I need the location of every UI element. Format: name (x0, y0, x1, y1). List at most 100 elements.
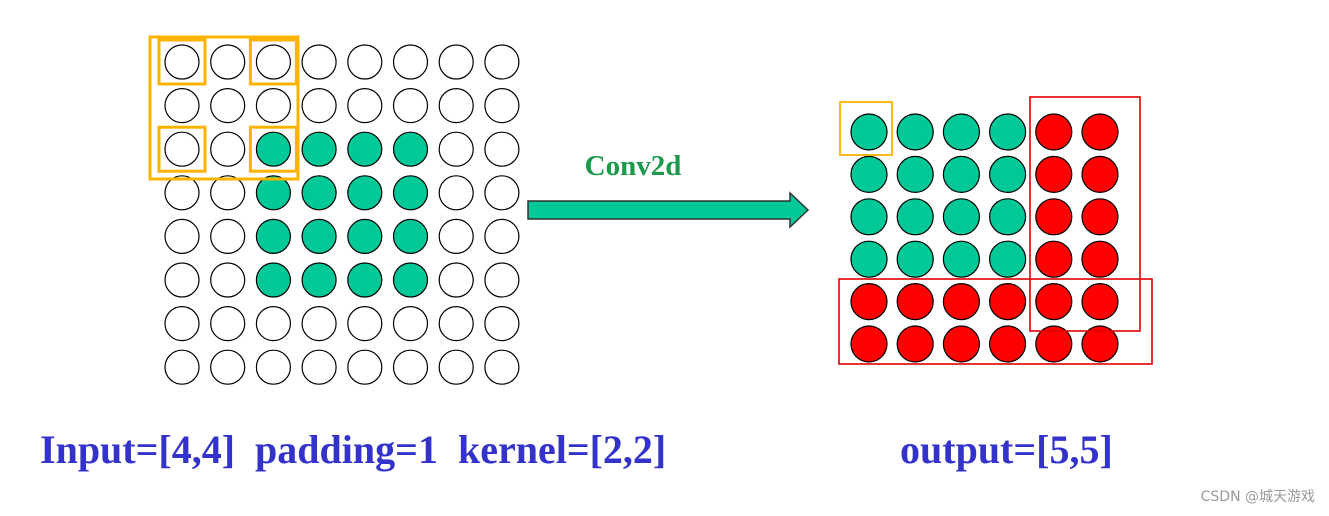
output-cell-extra (1035, 155, 1073, 193)
input-cell-padding (484, 44, 520, 80)
output-cell (988, 155, 1027, 193)
input-cell-padding (484, 87, 520, 124)
output-cell-extra (1035, 325, 1073, 363)
input-cell-padding (164, 87, 200, 124)
output-cell (850, 240, 888, 278)
input-cell-filled (347, 262, 383, 298)
input-cell-padding (210, 131, 246, 167)
kernel-positions (157, 38, 298, 173)
output-cell-extra (942, 325, 981, 363)
input-caption: Input=[4,4] padding=1 kernel=[2,2] (40, 427, 667, 472)
watermark: CSDN @城天游戏 (1200, 489, 1315, 505)
input-cell-padding (164, 131, 200, 167)
output-cell-extra (1081, 283, 1119, 321)
input-cell-padding (210, 175, 246, 211)
output-first-cell-box (839, 101, 893, 156)
input-cell-padding (438, 175, 474, 211)
output-cell (988, 113, 1027, 151)
output-cell-extra (1035, 283, 1073, 321)
output-cell-extra (1081, 198, 1119, 236)
output-cell-extra (988, 325, 1027, 363)
input-cell-padding (210, 262, 246, 298)
kernel-position-box (157, 38, 207, 86)
input-cell-padding (347, 349, 383, 385)
input-cell-padding (392, 349, 429, 385)
input-cell-padding (210, 44, 246, 80)
output-cell (942, 240, 981, 278)
input-cell-padding (301, 306, 337, 342)
input-cell-filled (301, 131, 337, 167)
input-cell-padding (392, 44, 429, 80)
input-cell-padding (210, 87, 246, 124)
input-cell-padding (210, 349, 246, 385)
kernel-position-box (248, 125, 298, 173)
input-cell-padding (484, 131, 520, 167)
input-cell-padding (438, 349, 474, 385)
input-cell-padding (438, 87, 474, 124)
input-cell-padding (484, 349, 520, 385)
input-cell-padding (392, 87, 429, 124)
output-cell-extra (850, 325, 888, 363)
output-cell-extra (1035, 113, 1073, 151)
output-cell (896, 198, 934, 236)
input-cell-filled (301, 262, 337, 298)
input-cell-padding (301, 44, 337, 80)
output-cell (896, 113, 934, 151)
input-cell-padding (210, 218, 246, 254)
kernel-position-box (248, 38, 298, 86)
input-cell-padding (392, 306, 429, 342)
output-cell-extra (1081, 155, 1119, 193)
output-cell-extra (1081, 113, 1119, 151)
input-cell-padding (255, 306, 291, 342)
input-cell-padding (438, 218, 474, 254)
output-cell-extra (896, 325, 934, 363)
input-cell-filled (392, 175, 429, 211)
input-cell-filled (255, 262, 291, 298)
output-cell (850, 198, 888, 236)
output-cell (850, 113, 888, 151)
input-cell-filled (392, 262, 429, 298)
output-bottom-rows-box (838, 278, 1153, 365)
output-cell (988, 240, 1027, 278)
input-cell-padding (164, 262, 200, 298)
operation-label: Conv2d (585, 150, 682, 182)
output-cell-extra (988, 283, 1027, 321)
input-grid (164, 44, 520, 385)
input-cell-padding (484, 262, 520, 298)
input-cell-padding (438, 262, 474, 298)
output-caption: output=[5,5] (900, 427, 1113, 472)
input-cell-padding (438, 306, 474, 342)
input-cell-filled (392, 218, 429, 254)
input-cell-padding (255, 87, 291, 124)
input-cell-padding (164, 175, 200, 211)
input-cell-padding (164, 349, 200, 385)
output-right-columns-box (1029, 96, 1141, 332)
input-window-box (148, 35, 300, 181)
input-cell-filled (347, 131, 383, 167)
input-cell-filled (301, 218, 337, 254)
output-cell (850, 155, 888, 193)
output-cell-extra (1035, 240, 1073, 278)
input-cell-padding (255, 349, 291, 385)
output-grid (850, 113, 1119, 363)
output-cell-extra (1035, 198, 1073, 236)
input-cell-filled (255, 218, 291, 254)
conv-arrow (527, 191, 810, 229)
input-cell-padding (347, 87, 383, 124)
output-cell (942, 198, 981, 236)
input-cell-padding (301, 87, 337, 124)
input-cell-padding (438, 44, 474, 80)
output-cell-extra (942, 283, 981, 321)
input-cell-filled (255, 175, 291, 211)
input-cell-padding (347, 44, 383, 80)
kernel-position-box (157, 125, 207, 173)
input-cell-padding (301, 349, 337, 385)
output-cell-extra (1081, 240, 1119, 278)
input-cell-filled (255, 131, 291, 167)
input-cell-padding (484, 306, 520, 342)
input-cell-filled (392, 131, 429, 167)
input-cell-filled (347, 175, 383, 211)
input-cell-padding (255, 44, 291, 80)
input-cell-filled (301, 175, 337, 211)
